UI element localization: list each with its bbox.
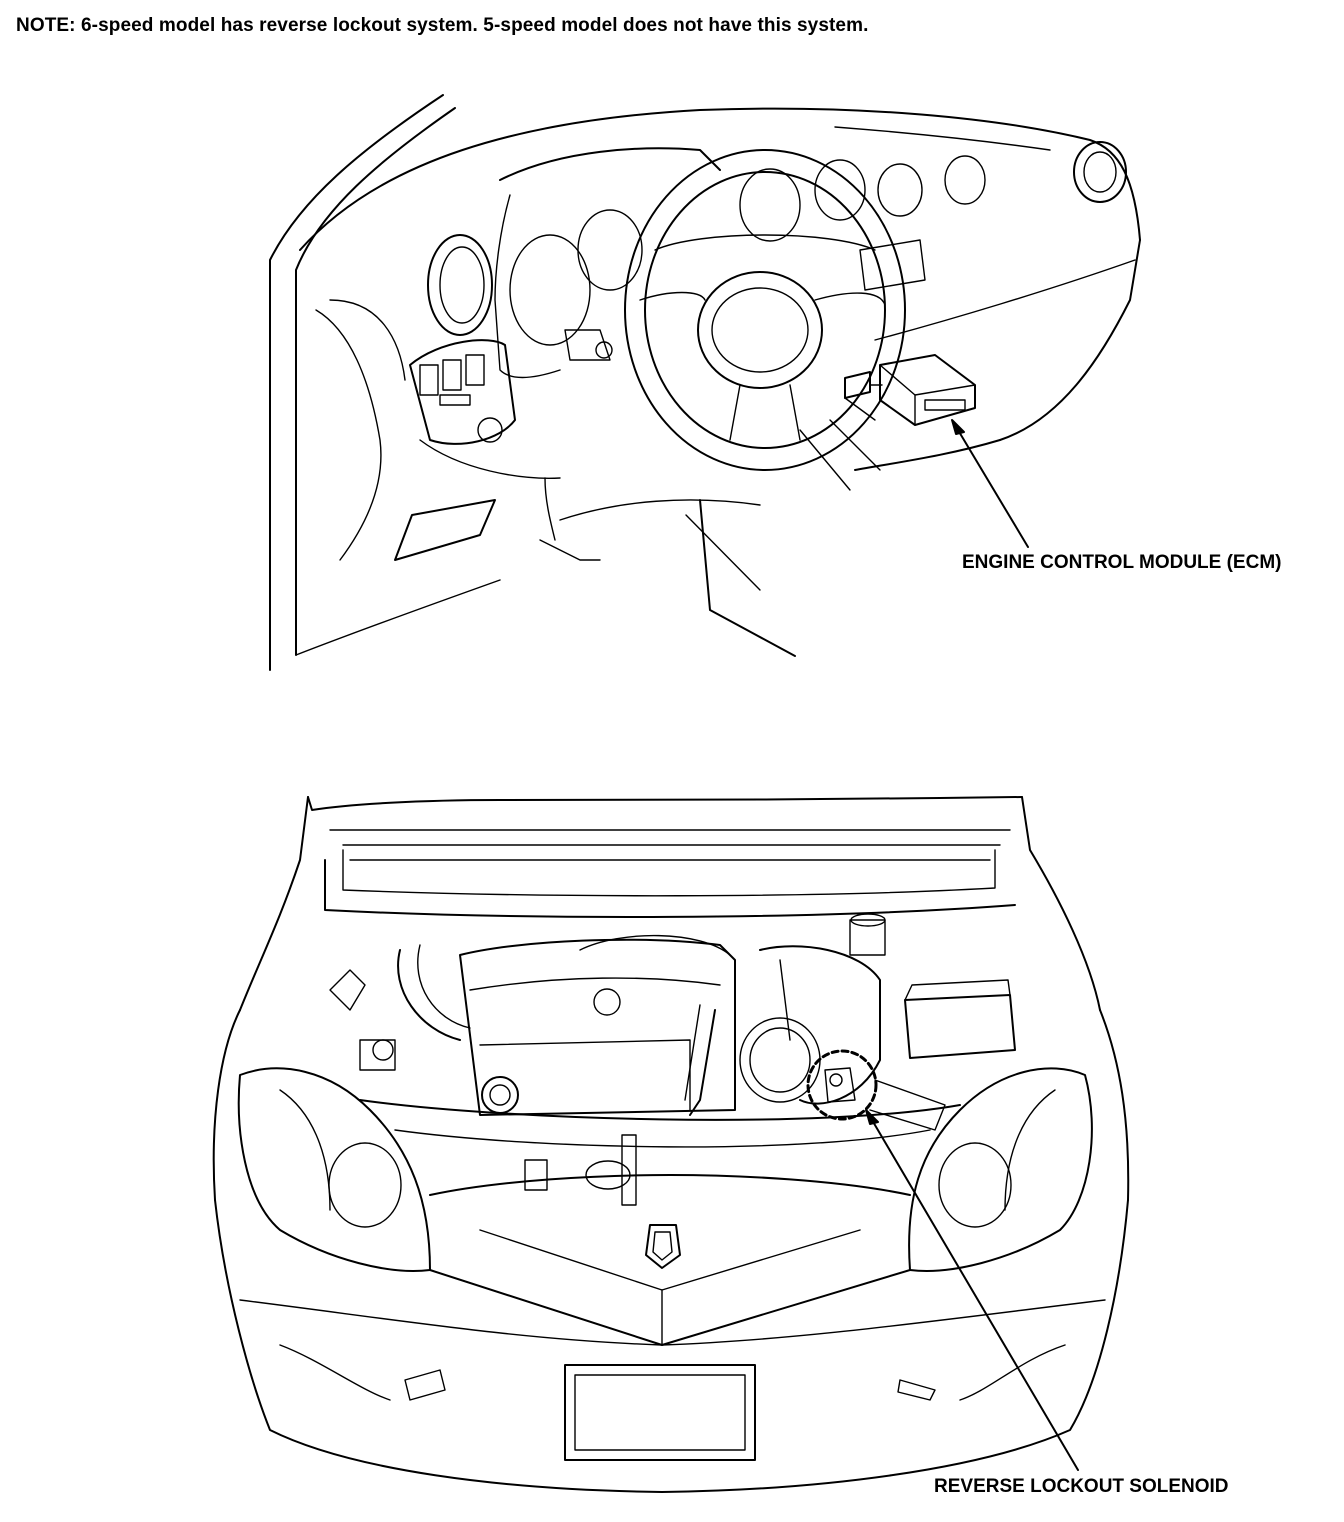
dashboard-illustration — [269, 94, 1141, 671]
note-text: NOTE: 6-speed model has reverse lockout … — [16, 15, 869, 36]
ecm-label: ENGINE CONTROL MODULE (ECM) — [962, 552, 1282, 573]
reverse-lockout-solenoid-label: REVERSE LOCKOUT SOLENOID — [934, 1476, 1229, 1497]
engine-bay-illustration — [212, 796, 1130, 1493]
